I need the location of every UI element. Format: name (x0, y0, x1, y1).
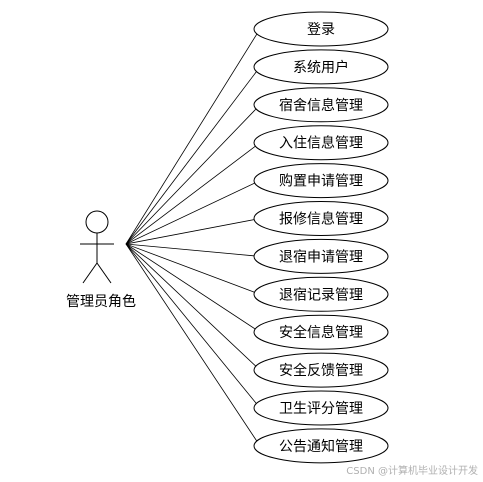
use-case: 登录 (253, 11, 389, 47)
association-line (125, 243, 261, 295)
use-case-label: 公告通知管理 (279, 438, 363, 455)
association-line (125, 180, 261, 245)
use-case-ellipse (253, 125, 389, 161)
watermark: CSDN @计算机毕业设计开发 (346, 464, 478, 477)
use-case: 退宿申请管理 (253, 238, 389, 274)
use-case-ellipse (253, 390, 389, 426)
use-case-label: 安全反馈管理 (279, 362, 363, 379)
association-line (125, 243, 261, 257)
use-case-ellipse (253, 352, 389, 388)
use-case-ellipse (253, 201, 389, 236)
use-case-ellipse (253, 87, 389, 123)
use-case-ellipse (253, 163, 389, 199)
use-case: 安全反馈管理 (253, 352, 389, 388)
use-case-ellipse (253, 276, 389, 312)
use-case-list: 登录系统用户宿舍信息管理入住信息管理购置申请管理报修信息管理退宿申请管理退宿记录… (253, 11, 389, 464)
use-case: 报修信息管理 (253, 201, 389, 236)
use-case-ellipse (253, 49, 389, 85)
use-case-label: 宿舍信息管理 (279, 97, 363, 114)
use-case-label: 报修信息管理 (279, 211, 363, 228)
use-case-label: 购置申请管理 (279, 174, 363, 190)
actor-label: 管理员角色 (66, 293, 136, 310)
association-line (125, 142, 261, 245)
association-line (125, 243, 261, 409)
use-case: 宿舍信息管理 (253, 87, 389, 123)
association-line (125, 218, 261, 245)
association-lines (125, 28, 261, 447)
use-case: 卫生评分管理 (253, 390, 389, 426)
use-case-label: 入住信息管理 (279, 135, 363, 152)
use-case: 入住信息管理 (253, 125, 389, 161)
use-case-label: 安全信息管理 (279, 324, 363, 341)
use-case: 购置申请管理 (253, 163, 389, 199)
association-line (125, 243, 261, 371)
actor-left-leg (82, 262, 98, 284)
use-case-label: 卫生评分管理 (279, 401, 363, 417)
use-case: 退宿记录管理 (253, 276, 389, 312)
use-case-label: 退宿记录管理 (279, 286, 363, 303)
use-case: 公告通知管理 (253, 428, 389, 464)
association-line (125, 66, 261, 245)
association-line (125, 243, 261, 447)
use-case-ellipse (253, 314, 389, 350)
association-line (125, 104, 261, 245)
use-case-ellipse (253, 428, 389, 464)
association-line (125, 243, 261, 333)
use-case: 系统用户 (253, 49, 389, 85)
use-case-ellipse (253, 238, 389, 274)
association-line (125, 28, 261, 245)
actor-figure: 管理员角色 (66, 210, 136, 310)
actor-right-leg (96, 262, 112, 284)
use-case-ellipse (253, 11, 389, 47)
actor-head (85, 210, 109, 234)
use-case: 安全信息管理 (253, 314, 389, 350)
use-case-label: 系统用户 (293, 59, 349, 76)
use-case-label: 退宿申请管理 (279, 248, 363, 265)
use-case-label: 登录 (307, 22, 335, 38)
